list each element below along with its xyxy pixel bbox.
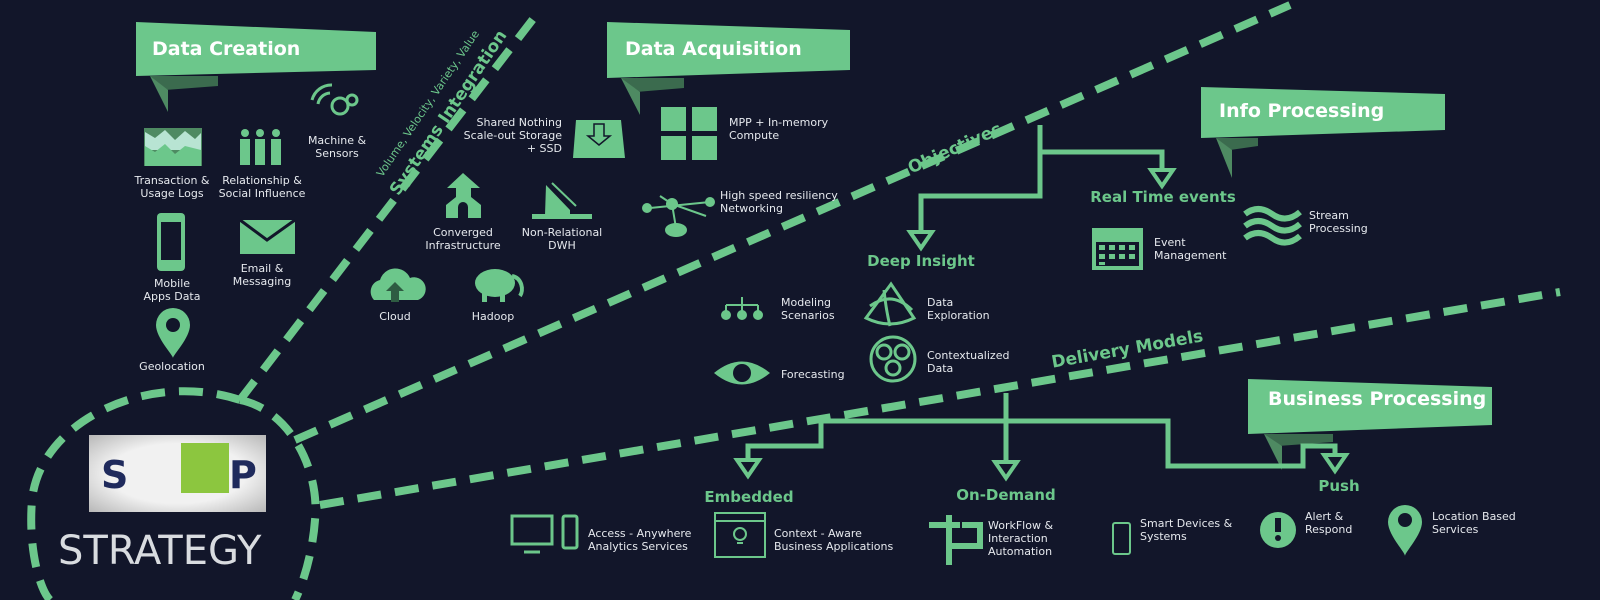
location-pin-icon: [1388, 505, 1422, 556]
flow-to-deep-insight: [918, 152, 1043, 232]
systems-integration-divider: [236, 7, 544, 403]
logo-arrow-square: [181, 443, 229, 493]
machine-sensors-label: Machine &Sensors: [307, 134, 367, 160]
alert-respond-label: Alert &Respond: [1305, 510, 1353, 536]
deep-insight-heading: Deep Insight: [867, 252, 975, 270]
network-hub-icon: [642, 195, 715, 237]
forecasting-label: Forecasting: [781, 368, 845, 381]
mobile-phone-icon: [157, 213, 185, 271]
workflow-icon: [929, 515, 983, 565]
elephant-icon: [475, 269, 524, 302]
map-pin-icon: [156, 308, 190, 358]
arrowhead-on-demand: [991, 460, 1021, 482]
cloud-label: Cloud: [379, 310, 411, 323]
hierarchy-icon: [721, 297, 763, 320]
smart-device-icon: [1112, 522, 1131, 555]
arrowhead-deep-insight: [906, 230, 936, 252]
logo-letter-p: P: [229, 453, 257, 497]
calendar-icon: [1092, 228, 1143, 270]
data-creation-title: Data Creation: [152, 38, 301, 60]
banner-data-creation: [136, 22, 376, 112]
objectives-divider: [293, 1, 1292, 444]
strategy-caption: STRATEGY: [58, 528, 262, 574]
arrowhead-embedded: [733, 458, 763, 480]
grid-chips-icon: [661, 107, 717, 160]
eye-icon: [714, 361, 770, 385]
banner-data-acquisition: [607, 22, 850, 115]
relationship-label: Relationship &Social Influence: [218, 174, 306, 200]
alert-icon: [1260, 512, 1296, 548]
push-heading: Push: [1318, 477, 1360, 495]
transaction-logs-label: Transaction &Usage Logs: [134, 174, 210, 200]
email-messaging-label: Email &Messaging: [232, 262, 292, 288]
logo-letter-s: S: [101, 453, 129, 497]
house-arrow-icon: [446, 173, 481, 218]
envelope-icon: [239, 218, 296, 254]
strategy-circle: [27, 387, 320, 600]
real-time-events-heading: Real Time events: [1090, 188, 1236, 206]
dwh-building-icon: [532, 182, 592, 219]
storage-drive-icon: [573, 120, 625, 158]
cloud-upload-icon: [370, 268, 426, 302]
embedded-heading: Embedded: [704, 488, 794, 506]
banner-info-processing: [1201, 87, 1445, 178]
cells-circle-icon: [869, 335, 917, 383]
people-icon: [240, 129, 281, 165]
on-demand-heading: On-Demand: [956, 486, 1056, 504]
scp-logo: S P: [89, 435, 266, 512]
hadoop-label: Hadoop: [471, 310, 515, 323]
sensor-gear-icon: [310, 83, 359, 116]
delivery-models-divider: [319, 288, 1561, 509]
flow-to-push: [1006, 418, 1338, 469]
arrowhead-real-time: [1147, 168, 1177, 190]
waves-icon: [1243, 206, 1302, 246]
mesh-dome-icon: [863, 281, 917, 327]
area-chart-icon: [144, 128, 202, 166]
flow-to-embedded: [745, 418, 1006, 460]
info-processing-title: Info Processing: [1219, 100, 1385, 122]
smart-devices-label: Smart Devices &Systems: [1140, 517, 1233, 543]
arrowhead-push: [1320, 453, 1350, 475]
lightbulb-window-icon: [714, 512, 766, 558]
business-processing-title: Business Processing: [1268, 388, 1487, 410]
data-acquisition-title: Data Acquisition: [625, 38, 802, 60]
flow-to-real-time: [1037, 125, 1165, 170]
geolocation-label: Geolocation: [139, 360, 205, 373]
monitor-phone-icon: [510, 514, 579, 554]
banner-business-processing: [1248, 379, 1492, 470]
